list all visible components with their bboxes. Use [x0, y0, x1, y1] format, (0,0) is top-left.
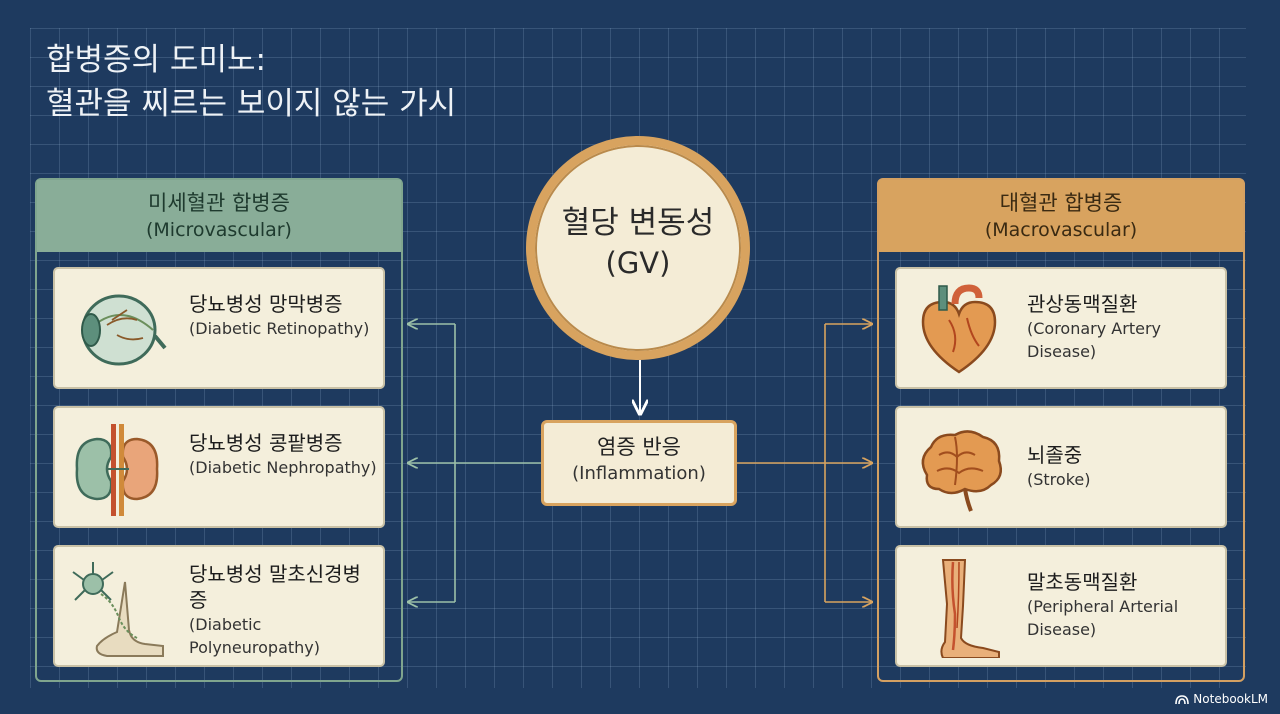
notebooklm-brand: NotebookLM	[1175, 692, 1268, 706]
coronary-label-ko: 관상동맥질환	[1027, 292, 1138, 316]
polyneuropathy-label-ko: 당뇨병성 말초신경병증	[189, 562, 361, 612]
eye-icon	[81, 294, 167, 366]
kidney-icon	[75, 424, 159, 516]
macrovascular-title-ko: 대혈관 합병증	[999, 191, 1123, 215]
page-title: 합병증의 도미노: 혈관을 찌르는 보이지 않는 가시	[46, 38, 456, 126]
card-polyneuropathy: 당뇨병성 말초신경병증 (Diabetic Polyneuropathy)	[53, 545, 385, 667]
gv-label-en: (GV)	[605, 246, 671, 280]
card-peripheral: 말초동맥질환 (Peripheral Arterial Disease)	[895, 545, 1227, 667]
card-coronary: 관상동맥질환 (Coronary Artery Disease)	[895, 267, 1227, 389]
card-stroke: 뇌졸중 (Stroke)	[895, 406, 1227, 528]
brain-icon	[921, 430, 1002, 512]
card-nephropathy: 당뇨병성 콩팥병증 (Diabetic Nephropathy)	[53, 406, 385, 528]
microvascular-title-en: (Microvascular)	[146, 219, 292, 241]
retinopathy-label-ko: 당뇨병성 망막병증	[189, 292, 343, 316]
title-line-2: 혈관을 찌르는 보이지 않는 가시	[46, 86, 457, 122]
inflammation-box: 염증 반응 (Inflammation)	[541, 420, 737, 506]
card-retinopathy: 당뇨병성 망막병증 (Diabetic Retinopathy)	[53, 267, 385, 389]
brand-label: NotebookLM	[1193, 692, 1268, 706]
microvascular-panel: 미세혈관 합병증 (Microvascular) 당뇨병성 망막병증 (Diab…	[35, 178, 403, 682]
inflammation-label-en: (Inflammation)	[572, 463, 706, 484]
macrovascular-header: 대혈관 합병증 (Macrovascular)	[879, 180, 1243, 252]
foot-nerve-icon	[72, 562, 164, 657]
nephropathy-label-ko: 당뇨병성 콩팥병증	[189, 431, 343, 455]
notebooklm-logo-icon	[1175, 694, 1190, 704]
glycemic-variability-circle: 혈당 변동성 (GV)	[526, 136, 750, 360]
stroke-label-ko: 뇌졸중	[1027, 443, 1083, 467]
peripheral-label-ko: 말초동맥질환	[1027, 570, 1138, 594]
polyneuropathy-label-en: (Diabetic Polyneuropathy)	[189, 615, 321, 657]
leg-icon	[940, 559, 1000, 658]
peripheral-label-en: (Peripheral Arterial Disease)	[1027, 597, 1179, 639]
title-line-1: 합병증의 도미노:	[46, 42, 266, 78]
heart-icon	[921, 284, 997, 374]
nephropathy-label-en: (Diabetic Nephropathy)	[189, 458, 377, 477]
microvascular-title-ko: 미세혈관 합병증	[148, 191, 290, 215]
macrovascular-panel: 대혈관 합병증 (Macrovascular) 관상동맥질환 (Coronary…	[877, 178, 1245, 682]
macrovascular-title-en: (Macrovascular)	[984, 219, 1138, 241]
microvascular-header: 미세혈관 합병증 (Microvascular)	[37, 180, 401, 252]
stroke-label-en: (Stroke)	[1027, 470, 1091, 489]
coronary-label-en: (Coronary Artery Disease)	[1027, 319, 1161, 361]
gv-label-ko: 혈당 변동성	[561, 205, 715, 241]
retinopathy-label-en: (Diabetic Retinopathy)	[189, 319, 370, 338]
inflammation-label-ko: 염증 반응	[597, 435, 681, 459]
